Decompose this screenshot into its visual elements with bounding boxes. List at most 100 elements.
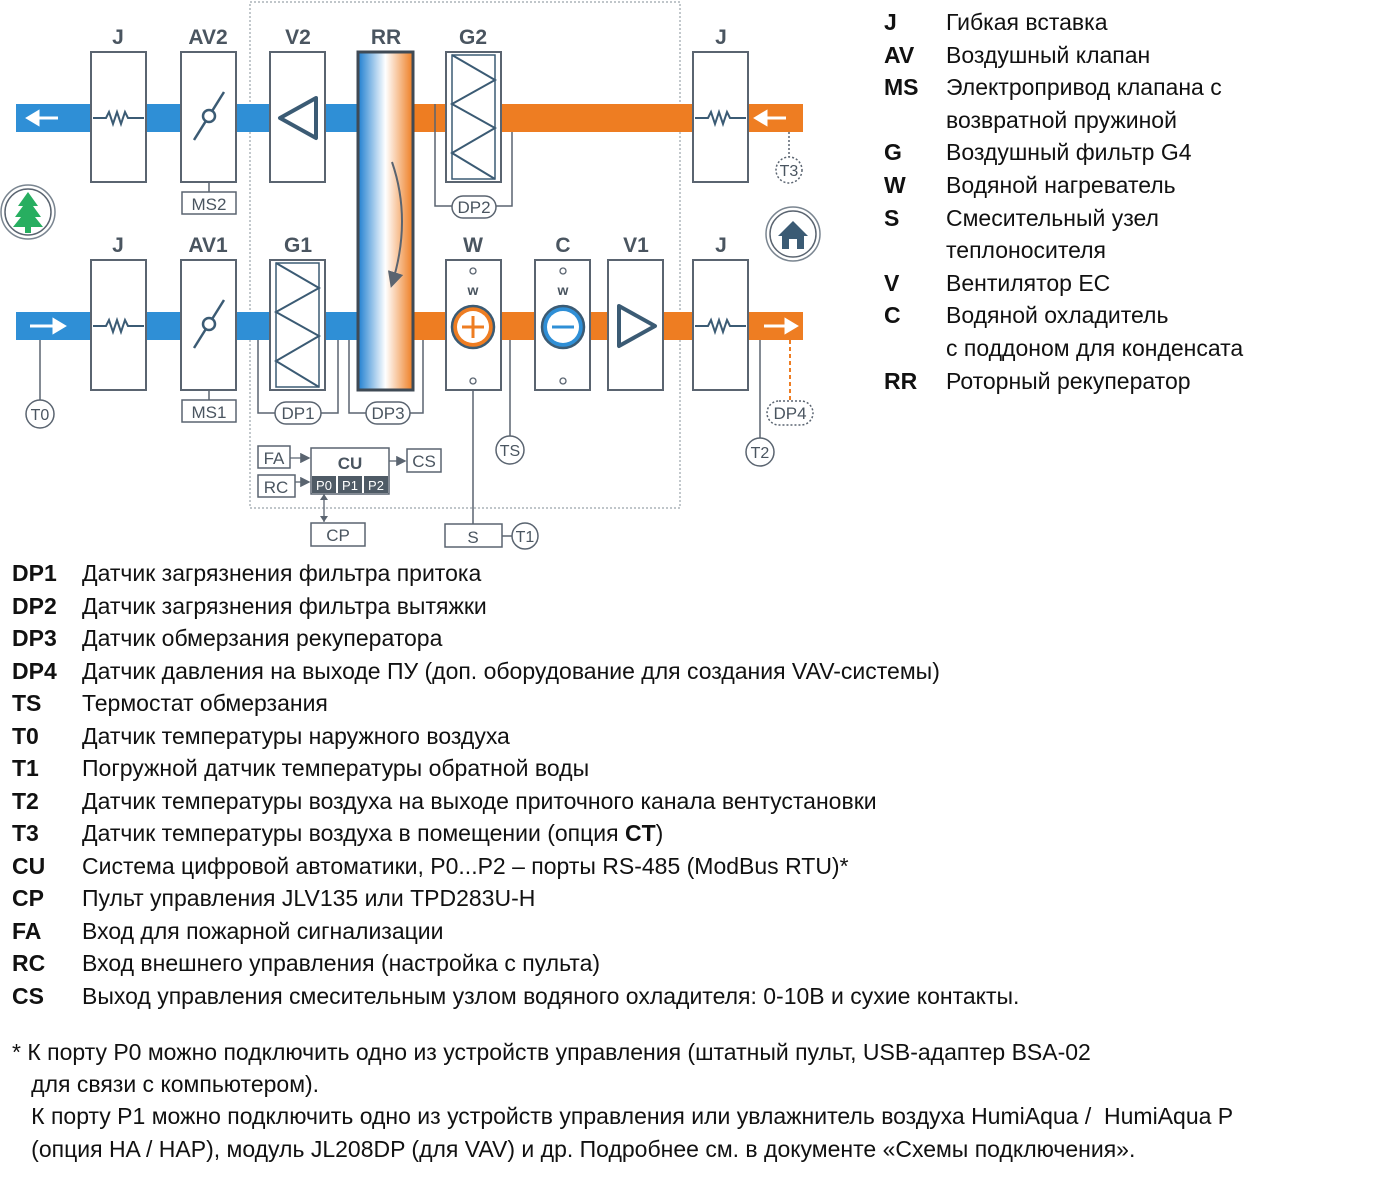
legend-code: CS <box>12 982 44 1009</box>
water-cooler-c: w C <box>534 234 591 391</box>
legend-row: T1 Погружной датчик температуры обратной … <box>12 752 1392 785</box>
svg-text:J: J <box>715 234 727 257</box>
svg-text:J: J <box>715 26 727 49</box>
legend-description: Погружной датчик температуры обратной во… <box>82 755 590 781</box>
svg-text:W: W <box>463 234 483 257</box>
air-filter-g2: G2 <box>445 26 502 183</box>
legend-code: MS <box>884 74 919 101</box>
legend-description: Пульт управления JLV135 или TPD283U-H <box>82 885 536 911</box>
sensor-t0: T0 <box>25 340 55 429</box>
svg-text:T2: T2 <box>751 445 770 462</box>
supply-in-arrow <box>30 317 67 335</box>
footnote-line: для связи с компьютером). <box>12 1071 320 1098</box>
sensor-t2: T2 <box>745 340 775 467</box>
legend-code: RR <box>884 367 918 394</box>
sensor-ts: TS <box>495 340 525 465</box>
legend-description: Вход внешнего управления (настройка с пу… <box>82 950 601 976</box>
legend-description: Датчик давления на выходе ПУ (доп. обору… <box>82 657 940 684</box>
svg-text:CS: CS <box>412 452 436 471</box>
flex-insert-bottom-left: J <box>90 234 147 391</box>
svg-text:MS2: MS2 <box>192 195 227 214</box>
control-unit-cu: CU P0 P1 P2 <box>310 447 390 495</box>
supply-out-arrow <box>764 317 799 335</box>
svg-text:w: w <box>467 282 479 298</box>
flex-insert-bottom-right: J <box>692 234 749 391</box>
svg-text:DP2: DP2 <box>457 198 490 217</box>
legend-row: RC Вход внешнего управления (настройка с … <box>12 947 1392 980</box>
legend-row: S Смесительный узел теплоносителя <box>884 202 1384 267</box>
svg-text:CU: CU <box>338 454 363 473</box>
legend-row: T0 Датчик температуры наружного воздуха <box>12 720 1392 753</box>
legend-description: Датчик обмерзания рекуператора <box>82 625 443 651</box>
legend-description: Роторный рекуператор <box>946 367 1191 394</box>
svg-text:DP1: DP1 <box>281 404 314 423</box>
svg-text:T0: T0 <box>31 407 50 424</box>
legend-row: T3 Датчик температуры воздуха в помещении… <box>12 817 1392 850</box>
svg-text:AV1: AV1 <box>188 234 228 257</box>
legend-description: Датчик температуры воздуха в помещении (… <box>82 820 664 846</box>
flex-insert-top-right: J <box>692 26 749 183</box>
flex-insert-top-left: J <box>90 26 147 183</box>
legend-code: DP4 <box>12 657 57 684</box>
svg-text:CP: CP <box>326 526 350 545</box>
legend-code: T0 <box>12 722 39 749</box>
water-heater-w: w W <box>445 234 502 391</box>
legend-code: AV <box>884 41 915 68</box>
svg-text:AV2: AV2 <box>188 26 227 49</box>
legend-description: Датчик температуры воздуха на выходе при… <box>82 787 877 814</box>
legend-code: RC <box>12 950 46 976</box>
svg-text:C: C <box>555 234 570 257</box>
legend-code: C <box>884 302 901 329</box>
legend-description: Водяной нагреватель <box>946 171 1176 198</box>
legend-code: S <box>884 204 900 231</box>
svg-text:MS1: MS1 <box>192 403 227 422</box>
control-output-cs: CS <box>389 448 442 473</box>
legend-row: C Водяной охладитель с поддоном для конде… <box>884 299 1384 364</box>
svg-text:T1: T1 <box>516 529 535 546</box>
legend-row: DP4 Датчик давления на выходе ПУ (доп. об… <box>12 655 1392 688</box>
legend-description: Вход для пожарной сигнализации <box>82 917 444 944</box>
svg-text:J: J <box>112 234 124 257</box>
fire-alarm-input-fa: FA <box>257 445 311 469</box>
footnote-line: (опция HA / HAP), модуль JL208DP (для VA… <box>12 1135 1136 1162</box>
sensor-t3: T3 <box>775 132 803 184</box>
legend-row: CS Выход управления смесительным узлом во… <box>12 980 1392 1013</box>
hvac-schematic: J AV2 MS2 V2 RR G2 DP2 J <box>0 1 821 550</box>
outdoor-tree-icon <box>0 184 56 240</box>
actuator-ms1: MS1 <box>181 390 237 423</box>
svg-text:G1: G1 <box>284 234 312 257</box>
remote-control-input-rc: RC <box>257 474 311 498</box>
legend-description: Датчик температуры наружного воздуха <box>82 722 510 749</box>
legend-code: DP2 <box>12 592 57 619</box>
actuator-ms2: MS2 <box>181 182 237 215</box>
legend-description: Водяной охладитель с поддоном для конден… <box>946 302 1244 361</box>
legend-row: T2 Датчик температуры воздуха на выходе п… <box>12 785 1392 818</box>
svg-text:DP3: DP3 <box>371 404 404 423</box>
legend-description: Смесительный узел теплоносителя <box>946 204 1159 264</box>
legend-description: Термостат обмерзания <box>82 690 328 716</box>
svg-text:DP4: DP4 <box>773 404 806 423</box>
legend-code: T1 <box>12 755 39 781</box>
legend-code: T2 <box>12 787 39 814</box>
exhaust-in-arrow <box>753 109 786 127</box>
legend-description: Выход управления смесительным узлом водя… <box>82 982 1020 1009</box>
svg-text:P2: P2 <box>368 478 384 493</box>
supply-fan-v1: V1 <box>607 234 664 391</box>
legend-description: Датчик загрязнения фильтра вытяжки <box>82 592 487 619</box>
sensor-dp2: DP2 <box>434 104 513 219</box>
legend-description: Вентилятор ЕС <box>946 269 1111 296</box>
air-damper-av1: AV1 <box>180 234 237 391</box>
legend-code: V <box>884 269 900 296</box>
legend-code: T3 <box>12 820 39 846</box>
sensor-t1: T1 <box>511 522 539 550</box>
legend-row: V Вентилятор ЕС <box>884 267 1384 300</box>
air-damper-av2: AV2 <box>180 26 237 183</box>
footnote: * К порту P0 можно подключить одно из ус… <box>12 1036 1392 1165</box>
